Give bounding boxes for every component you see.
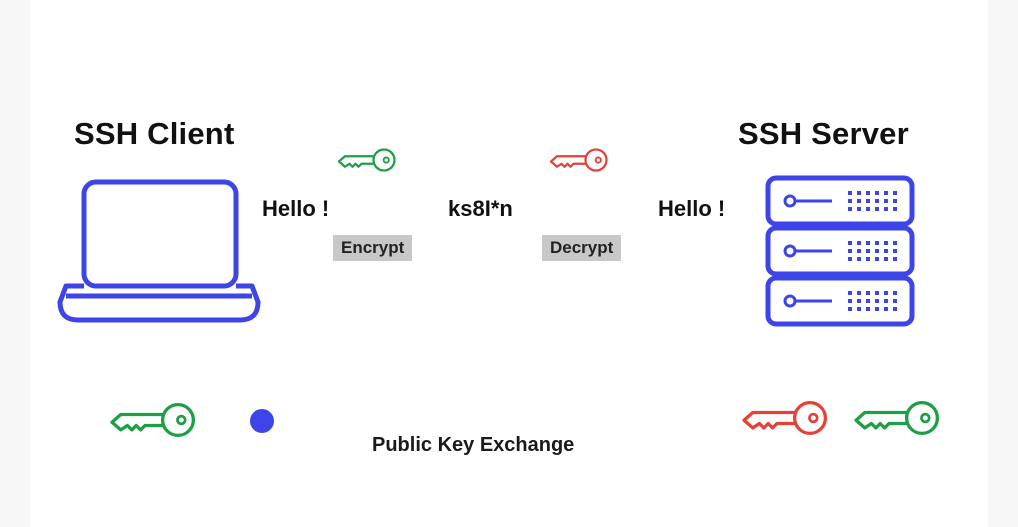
plaintext-left: Hello ! <box>262 196 330 221</box>
vent-dot <box>884 241 888 245</box>
vent-dot <box>866 307 870 311</box>
vent-dot <box>875 191 879 195</box>
vent-dot <box>848 241 852 245</box>
vent-dot <box>875 207 879 211</box>
vent-dot <box>875 199 879 203</box>
server-details <box>783 194 832 308</box>
vent-dot <box>884 207 888 211</box>
exchange-caption: Public Key Exchange <box>372 434 575 456</box>
vent-dot <box>866 257 870 261</box>
vent-dot <box>857 241 861 245</box>
vent-dot <box>884 199 888 203</box>
ciphertext: ks8I*n <box>448 196 513 221</box>
vent-dot <box>857 191 861 195</box>
diagram-canvas <box>30 0 988 527</box>
vent-dot <box>884 191 888 195</box>
vent-dot <box>848 257 852 261</box>
encrypt-tag: Encrypt <box>333 235 413 261</box>
public-key-icon <box>854 400 940 436</box>
vent-dot <box>884 307 888 311</box>
vent-dot <box>857 299 861 303</box>
vent-dot <box>866 199 870 203</box>
vent-dot <box>893 249 897 253</box>
vent-dot <box>875 307 879 311</box>
vent-dot <box>893 207 897 211</box>
vent-dot <box>884 249 888 253</box>
vent-dot <box>857 291 861 295</box>
vent-dot <box>866 291 870 295</box>
laptop-icon <box>57 179 261 323</box>
vent-dot <box>857 207 861 211</box>
vent-dot <box>875 249 879 253</box>
vent-dot <box>848 291 852 295</box>
vent-dot <box>848 307 852 311</box>
vent-dot <box>848 207 852 211</box>
vent-dot <box>857 199 861 203</box>
vent-dot <box>893 257 897 261</box>
vent-dot <box>848 249 852 253</box>
exchange-dot <box>250 409 274 433</box>
vent-dot <box>893 241 897 245</box>
public-key-icon <box>110 402 196 438</box>
vent-dot <box>866 207 870 211</box>
plaintext-right: Hello ! <box>658 196 726 221</box>
vent-dot <box>875 257 879 261</box>
vent-dot <box>848 299 852 303</box>
vent-dot <box>893 299 897 303</box>
vent-dot <box>884 291 888 295</box>
vent-dot <box>875 291 879 295</box>
vent-dot <box>884 299 888 303</box>
vent-dot <box>875 299 879 303</box>
vent-dot <box>857 307 861 311</box>
vent-dot <box>893 291 897 295</box>
vent-dot <box>866 191 870 195</box>
client-title: SSH Client <box>74 116 235 151</box>
vent-dot <box>875 241 879 245</box>
public-key-icon <box>337 148 396 172</box>
server-rack-icon <box>765 175 915 327</box>
vent-dot <box>884 257 888 261</box>
vent-dot <box>857 249 861 253</box>
vent-dot <box>848 191 852 195</box>
vent-dot <box>866 241 870 245</box>
vent-dot <box>857 257 861 261</box>
server-title: SSH Server <box>738 116 909 151</box>
vent-dot <box>848 199 852 203</box>
vent-dot <box>866 249 870 253</box>
private-key-icon <box>742 400 828 436</box>
decrypt-tag: Decrypt <box>542 235 622 261</box>
vent-dot <box>893 199 897 203</box>
server-vents <box>848 191 897 311</box>
private-key-icon <box>549 148 608 172</box>
vent-dot <box>893 307 897 311</box>
vent-dot <box>866 299 870 303</box>
vent-dot <box>893 191 897 195</box>
